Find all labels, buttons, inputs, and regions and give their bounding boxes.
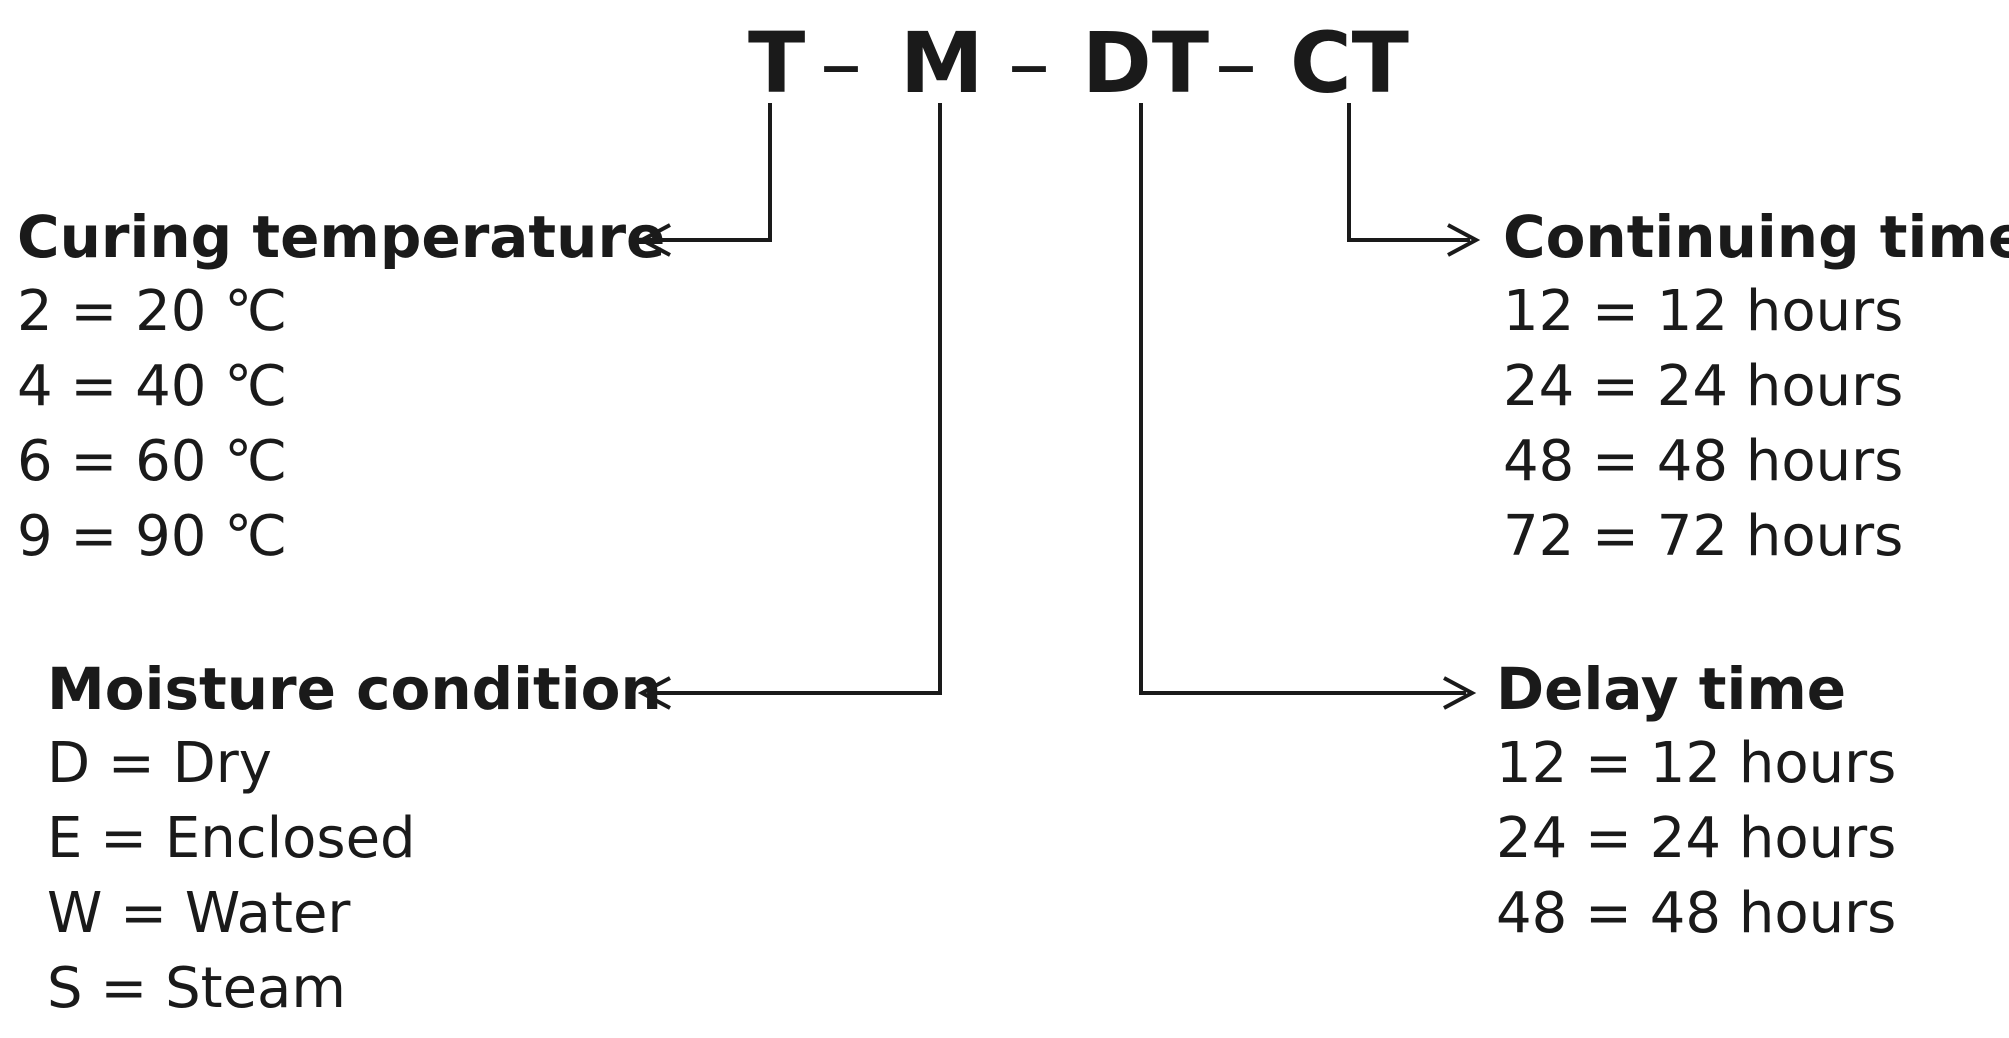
specimen-code: T – M – DT – CT	[0, 8, 2009, 118]
code-part-delay-time: DT	[1082, 14, 1210, 112]
delay-time-item: 24 = 24 hours	[1496, 806, 1897, 871]
curing-temperature-item: 6 = 60 ℃	[17, 429, 288, 494]
curing-temperature-item: 9 = 90 ℃	[17, 504, 288, 569]
continuing-time-item: 72 = 72 hours	[1503, 504, 1904, 569]
moisture-condition-heading: Moisture condition	[47, 655, 662, 723]
continuing-time-block: Continuing time 12 = 12 hours 24 = 24 ho…	[1503, 200, 2009, 574]
moisture-condition-item: S = Steam	[47, 956, 346, 1021]
connector-delay-time	[1139, 103, 1466, 695]
curing-temperature-item: 2 = 20 ℃	[17, 279, 288, 344]
continuing-time-item: 24 = 24 hours	[1503, 354, 1904, 419]
curing-temperature-item: 4 = 40 ℃	[17, 354, 288, 419]
curing-temperature-heading: Curing temperature	[17, 203, 666, 271]
code-part-continuing-time: CT	[1290, 14, 1409, 112]
continuing-time-item: 48 = 48 hours	[1503, 429, 1904, 494]
moisture-condition-item: W = Water	[47, 881, 351, 946]
connector-temperature	[648, 103, 772, 242]
arrowhead-delay-time	[1443, 676, 1477, 710]
delay-time-heading: Delay time	[1496, 655, 1847, 723]
connector-moisture	[648, 103, 942, 695]
code-separator-3: –	[1215, 14, 1257, 112]
arrowhead-temperature	[637, 223, 671, 257]
delay-time-item: 12 = 12 hours	[1496, 731, 1897, 796]
delay-time-item: 48 = 48 hours	[1496, 881, 1897, 946]
connector-continuing-time	[1347, 103, 1470, 242]
code-separator-1: –	[820, 14, 862, 112]
moisture-condition-item: D = Dry	[47, 731, 272, 796]
arrowhead-continuing-time	[1447, 223, 1481, 257]
delay-time-block: Delay time 12 = 12 hours 24 = 24 hours 4…	[1496, 652, 1896, 951]
continuing-time-item: 12 = 12 hours	[1503, 279, 1904, 344]
code-part-temperature: T	[748, 14, 806, 112]
code-separator-2: –	[1008, 14, 1050, 112]
moisture-condition-block: Moisture condition D = Dry E = Enclosed …	[47, 652, 662, 1026]
moisture-condition-item: E = Enclosed	[47, 806, 416, 871]
arrowhead-moisture	[637, 676, 671, 710]
curing-temperature-block: Curing temperature 2 = 20 ℃ 4 = 40 ℃ 6 =…	[17, 200, 665, 574]
continuing-time-heading: Continuing time	[1503, 203, 2009, 271]
code-part-moisture: M	[900, 14, 984, 112]
